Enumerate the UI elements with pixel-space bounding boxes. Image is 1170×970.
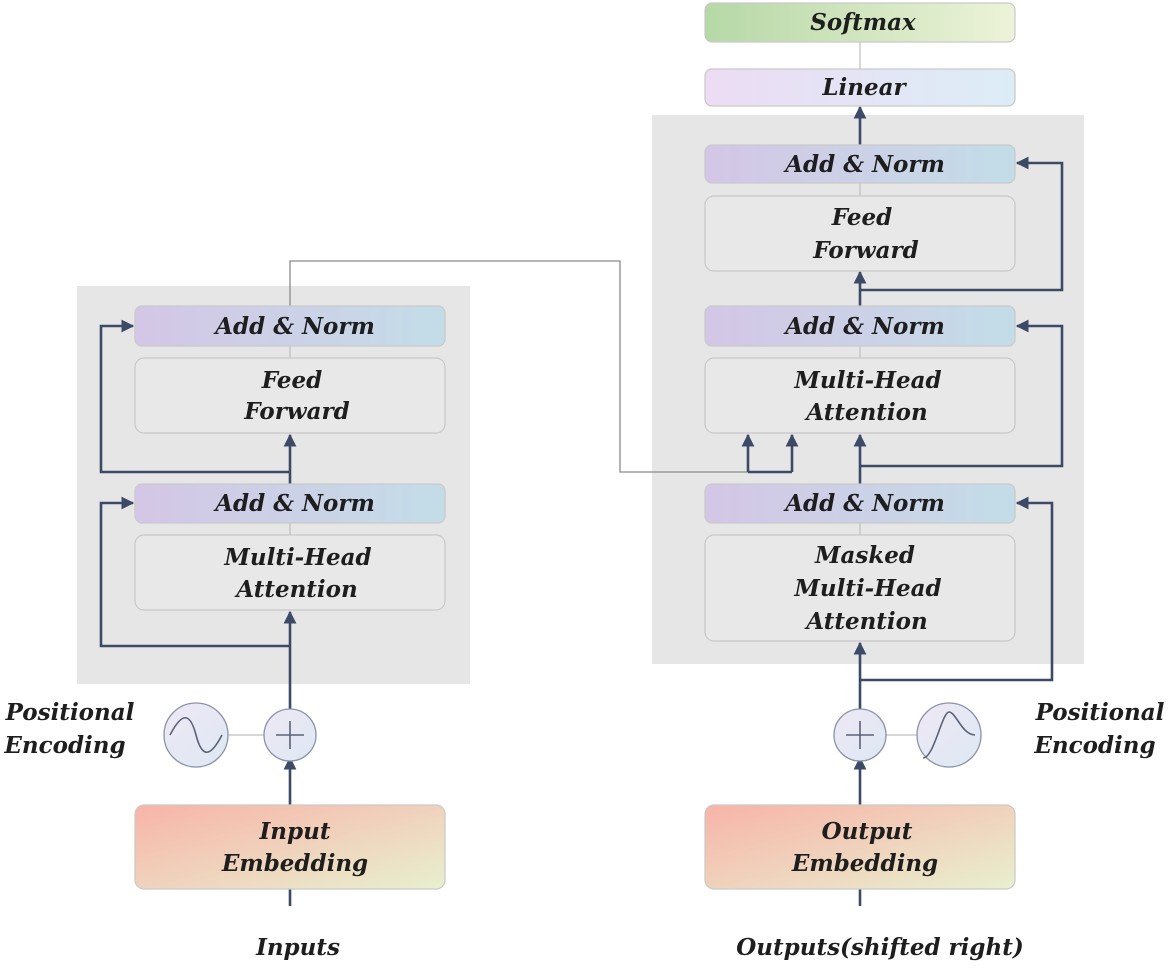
decoder-add-norm-mid-label: Add & Norm <box>783 313 945 340</box>
decoder-sine-wave-icon <box>916 702 982 768</box>
encoder-positional-encoding-label-2: Encoding <box>3 732 125 759</box>
softmax-label: Softmax <box>810 9 916 36</box>
decoder-feed-forward-label-2: Forward <box>812 237 918 264</box>
decoder-add-norm-top <box>704 144 1016 184</box>
output-embedding <box>704 804 1016 890</box>
linear-block <box>704 68 1016 107</box>
decoder-attention-label-1: Multi-Head <box>793 367 941 394</box>
decoder-multi-head-attention <box>704 357 1016 434</box>
encoder-attention-label-1: Multi-Head <box>223 544 371 571</box>
encoder-add-norm-bottom <box>134 483 446 524</box>
masked-attention-label-3: Attention <box>804 608 927 635</box>
encoder-add-norm-bottom-label: Add & Norm <box>213 490 375 517</box>
masked-attention-label-1: Masked <box>814 542 915 569</box>
encoder-feed-forward-label-2: Forward <box>243 398 349 425</box>
decoder-feed-forward <box>704 195 1016 272</box>
encoder-add-norm-top-label: Add & Norm <box>213 313 375 340</box>
decoder-add-norm-mid <box>704 305 1016 347</box>
input-embedding-label-2: Embedding <box>221 850 368 877</box>
decoder-add-norm-bottom-label: Add & Norm <box>783 490 945 517</box>
output-embedding-label-1: Output <box>822 818 913 845</box>
encoder-attention-label-2: Attention <box>234 576 357 603</box>
decoder-positional-encoding-label-1: Positional <box>1035 699 1165 726</box>
decoder-positional-encoding-label-2: Encoding <box>1033 732 1155 759</box>
decoder-attention-label-2: Attention <box>804 399 927 426</box>
encoder-multi-head-attention <box>134 534 446 611</box>
linear-label: Linear <box>821 74 907 101</box>
input-embedding-label-1: Input <box>259 818 331 845</box>
decoder-add-norm-top-label: Add & Norm <box>783 151 945 178</box>
masked-attention-label-2: Multi-Head <box>793 575 941 602</box>
input-embedding <box>134 804 446 890</box>
decoder-masked-attention <box>704 534 1016 642</box>
decoder-feed-forward-label-1: Feed <box>831 204 892 231</box>
outputs-shifted-right-label: Outputs(shifted right) <box>736 934 1023 961</box>
encoder-output-connection <box>289 260 792 473</box>
inputs-label: Inputs <box>255 934 340 961</box>
output-embedding-label-2: Embedding <box>791 850 938 877</box>
encoder-feed-forward <box>134 357 446 434</box>
encoder-feed-forward-label-1: Feed <box>261 367 322 394</box>
encoder-add-norm-top <box>134 305 446 347</box>
encoder-positional-encoding-label-1: Positional <box>5 699 135 726</box>
softmax-block <box>704 2 1016 43</box>
decoder-add-norm-bottom <box>704 483 1016 524</box>
